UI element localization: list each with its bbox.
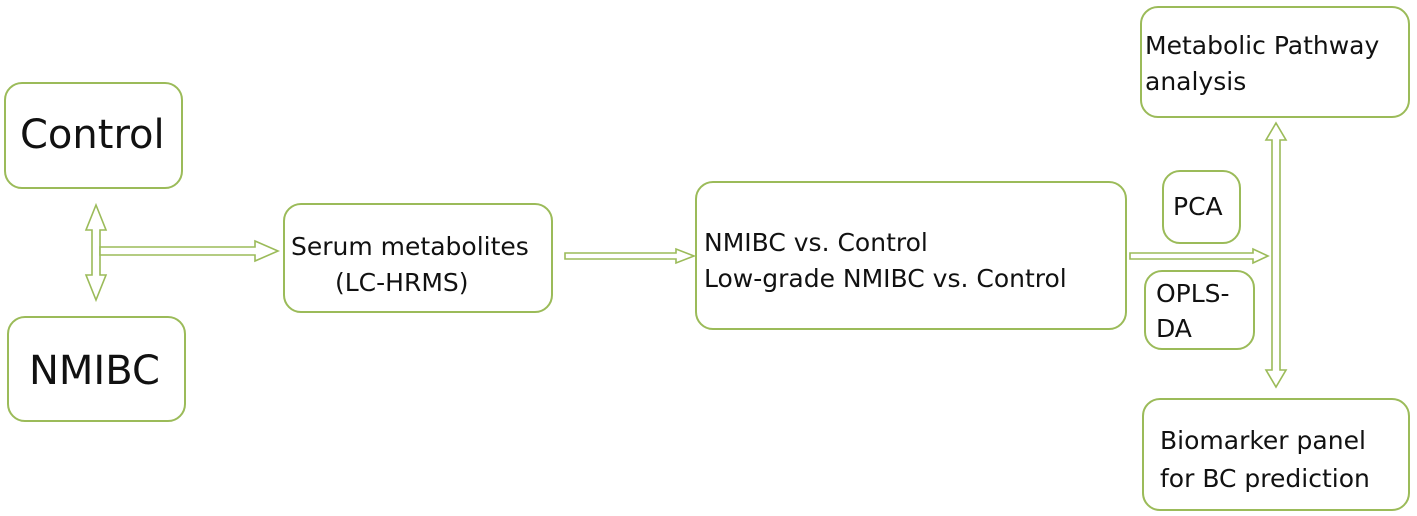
nmibc-label: NMIBC [29,348,160,394]
biomarker-panel-box: Biomarker panel for BC prediction [1142,398,1410,511]
biomarker-label: Biomarker panel for BC prediction [1160,422,1370,498]
arrow-to-serum [99,239,281,263]
control-nmibc-double-arrow [84,202,108,303]
serum-metabolites-box: Serum metabolites (LC-HRMS) [283,203,553,313]
biomarker-line2: for BC prediction [1160,464,1370,493]
arrow-comparison-to-analysis [1129,247,1270,265]
comparison-line2: Low-grade NMIBC vs. Control [704,264,1067,293]
opls-da-box: OPLS- DA [1144,270,1255,350]
control-label: Control [20,112,165,158]
arrow-serum-to-comparison [564,247,697,265]
opls-da-line2: DA [1156,314,1192,343]
pathway-label: Metabolic Pathway analysis [1145,28,1379,100]
opls-da-line1: OPLS- [1156,279,1230,308]
opls-da-label: OPLS- DA [1156,276,1230,346]
serum-line2: (LC-HRMS) [335,268,469,297]
serum-line1: Serum metabolites [291,232,529,261]
nmibc-box: NMIBC [7,316,186,422]
comparison-label: NMIBC vs. Control Low-grade NMIBC vs. Co… [704,225,1067,297]
pathway-line1: Metabolic Pathway [1145,31,1380,60]
pca-box: PCA [1162,170,1241,244]
pathway-analysis-box: Metabolic Pathway analysis [1140,6,1410,118]
serum-label: Serum metabolites (LC-HRMS) [291,229,529,301]
pathway-line2: analysis [1145,67,1247,96]
biomarker-line1: Biomarker panel [1160,426,1366,455]
comparison-line1: NMIBC vs. Control [704,228,928,257]
pca-label: PCA [1173,192,1223,221]
control-box: Control [4,82,183,189]
pathway-biomarker-double-arrow [1264,121,1288,389]
comparison-box: NMIBC vs. Control Low-grade NMIBC vs. Co… [695,181,1127,330]
